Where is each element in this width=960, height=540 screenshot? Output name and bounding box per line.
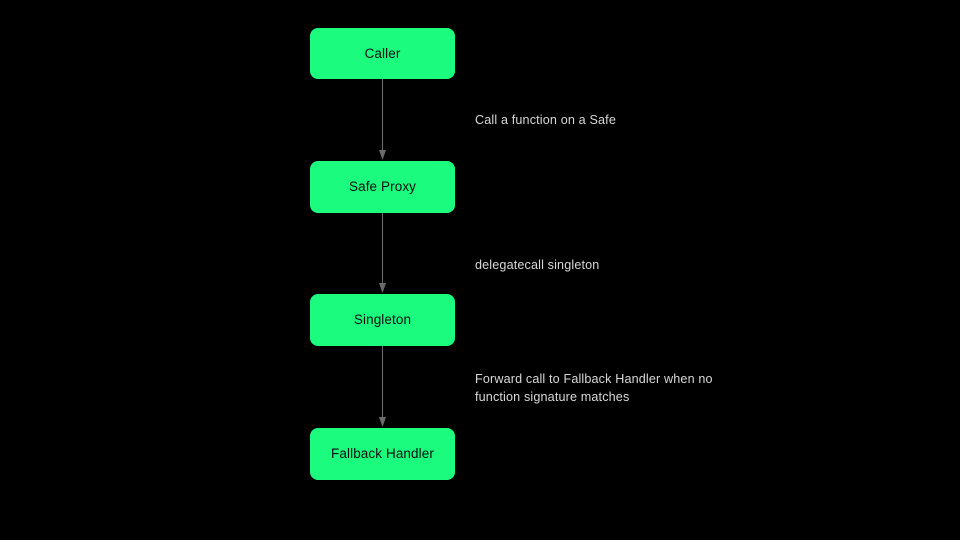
edge-safe-proxy-to-singleton — [379, 213, 386, 293]
node-safe-proxy-label: Safe Proxy — [348, 179, 417, 195]
node-singleton[interactable]: Singleton — [310, 294, 455, 346]
node-fallback-handler[interactable]: Fallback Handler — [310, 428, 455, 480]
node-safe-proxy[interactable]: Safe Proxy — [310, 161, 455, 213]
node-singleton-label: Singleton — [353, 312, 412, 328]
arrowhead-icon — [379, 150, 386, 160]
arrowhead-icon — [379, 283, 386, 293]
edge-singleton-to-fallback-handler — [379, 346, 386, 427]
edge-label-call-a-function-on-a-safe: Call a function on a Safe — [475, 113, 616, 127]
edge-label-forward-call-to-fallback-handler: Forward call to Fallback Handler when no… — [475, 372, 713, 404]
node-caller-label: Caller — [364, 45, 401, 61]
edge-label-delegatecall-singleton: delegatecall singleton — [475, 258, 600, 272]
edge-caller-to-safe-proxy — [379, 79, 386, 160]
arrowhead-icon — [379, 417, 386, 427]
node-fallback-handler-label: Fallback Handler — [331, 446, 434, 462]
node-caller[interactable]: Caller — [310, 28, 455, 79]
